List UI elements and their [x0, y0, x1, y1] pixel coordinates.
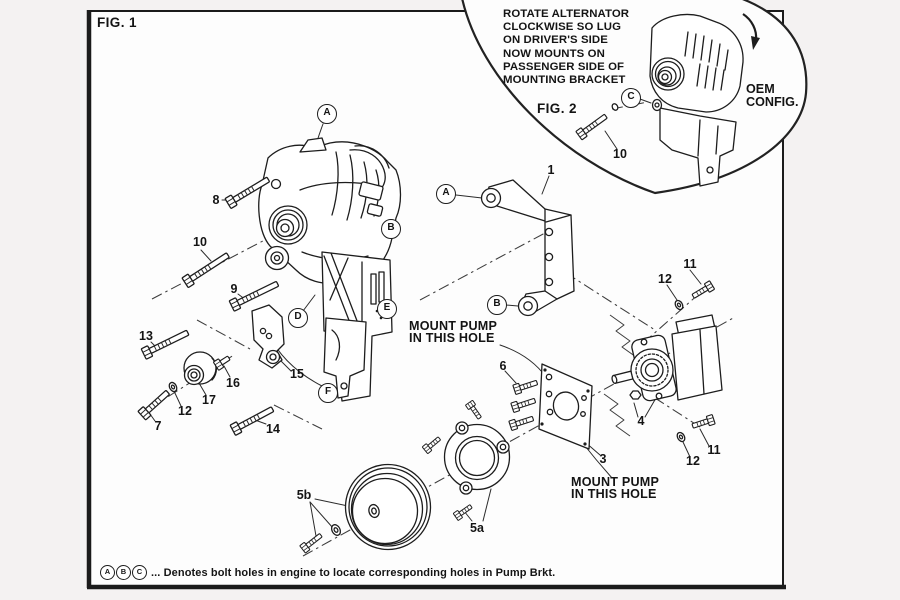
- hole-callout-b: B: [487, 295, 507, 315]
- callout-10-fig2: 10: [613, 147, 627, 161]
- mounting-bracket-drawing: [321, 251, 393, 402]
- bracket-15-drawing: [251, 304, 285, 369]
- hole-callout-d: D: [288, 308, 308, 328]
- callout-5b: 5b: [296, 488, 312, 502]
- callout-14: 14: [266, 422, 280, 436]
- mount-pump-label-top: MOUNT PUMP IN THIS HOLE: [409, 319, 498, 345]
- callout-7: 7: [154, 419, 162, 433]
- fig2-note-line: ON DRIVER'S SIDE: [503, 34, 608, 47]
- fig2-note-line: MOUNTING BRACKET: [503, 74, 626, 87]
- footnote-text: ... Denotes bolt holes in engine to loca…: [151, 566, 556, 579]
- callout-1: 1: [547, 163, 555, 177]
- oem-line: OEM: [746, 82, 775, 96]
- washer-12-bottom: [676, 431, 686, 443]
- fig2-note-line: CLOCKWISE SO LUG: [503, 21, 622, 34]
- bolt-8: [224, 176, 270, 209]
- hole-callout-b: B: [381, 219, 401, 239]
- callout-5a: 5a: [470, 521, 484, 535]
- bracket-1-drawing: [480, 179, 575, 317]
- hole-callout-a: A: [317, 104, 337, 124]
- footnote-legend: A B C ... Denotes bolt holes in engine t…: [100, 565, 555, 580]
- bolt-5a-2: [465, 400, 482, 420]
- callout-8: 8: [212, 193, 220, 207]
- washer-12-top: [674, 299, 684, 311]
- bolt-16: [213, 355, 231, 371]
- callout-12: 12: [178, 404, 192, 418]
- bolt-5b: [299, 533, 323, 554]
- callout-4: 4: [637, 414, 645, 428]
- plate-3-drawing: [538, 363, 593, 450]
- footnote-circle-a: A: [100, 565, 115, 580]
- hole-callout-e: E: [377, 299, 397, 319]
- bolt-6-3: [508, 416, 534, 431]
- fig2-note-line: PASSENGER SIDE OF: [503, 60, 625, 73]
- pump-drawing: [611, 314, 723, 402]
- fig2-title: FIG. 2: [537, 101, 577, 116]
- hole-callout-a: A: [436, 184, 456, 204]
- alternator-drawing: [258, 137, 402, 284]
- bolt-9: [228, 281, 279, 312]
- bolt-10: [181, 252, 230, 288]
- idler-pulley-drawing: [183, 351, 218, 386]
- fig2-note-line: NOW MOUNTS ON: [503, 47, 605, 60]
- callout-13: 13: [139, 329, 153, 343]
- callout-10: 10: [193, 235, 207, 249]
- break-lines: [603, 314, 637, 437]
- hole-callout-c: C: [621, 88, 641, 108]
- callout-12: 12: [686, 454, 700, 468]
- fig2-note-line: ROTATE ALTERNATOR: [503, 8, 630, 20]
- bolt-5a-1: [422, 436, 441, 454]
- fig1-title: FIG. 1: [97, 15, 137, 30]
- fig2-note: ROTATE ALTERNATOR CLOCKWISE SO LUG ON DR…: [503, 8, 629, 87]
- callout-17: 17: [202, 393, 216, 407]
- bolt-11-bottom: [691, 414, 716, 429]
- mount-pump-label-bottom: MOUNT PUMP IN THIS HOLE: [571, 475, 660, 501]
- pulley-5b-drawing: [344, 463, 432, 551]
- hole-callout-f: F: [318, 383, 338, 403]
- callout-9: 9: [230, 282, 238, 296]
- bolt-5a-3: [453, 504, 473, 521]
- bolt-6-1: [512, 380, 538, 395]
- bolt-11-top: [691, 280, 715, 299]
- callout-12: 12: [658, 272, 672, 286]
- flange-5a-drawing: [443, 421, 511, 495]
- bolt-13: [140, 329, 190, 360]
- callout-6: 6: [499, 359, 507, 373]
- oem-config-label: OEM CONFIG.: [746, 83, 798, 108]
- oem-line: CONFIG.: [746, 94, 799, 109]
- callout-3: 3: [599, 452, 607, 466]
- callout-11: 11: [683, 257, 697, 271]
- callout-16: 16: [226, 376, 240, 390]
- callout-11: 11: [707, 443, 721, 457]
- bolt-14: [229, 406, 275, 436]
- nut-4: [629, 390, 642, 400]
- footnote-circle-c: C: [132, 565, 147, 580]
- bolt-7: [137, 390, 170, 421]
- callout-15: 15: [290, 367, 304, 381]
- washer-5b: [330, 524, 342, 536]
- bolt-6-2: [510, 398, 536, 413]
- footnote-circle-b: B: [116, 565, 131, 580]
- washer-12-left: [168, 381, 178, 393]
